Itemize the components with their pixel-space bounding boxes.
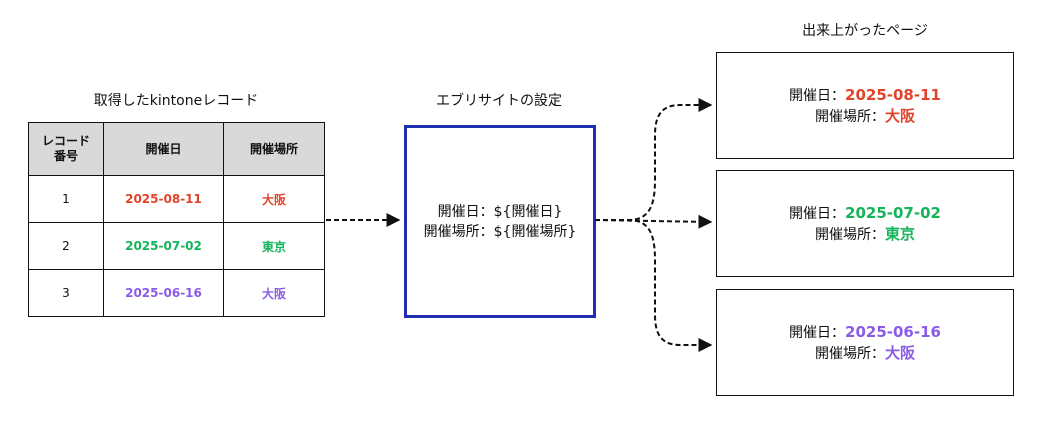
- page-place-label: 開催場所：: [814, 108, 885, 125]
- cell-place: 東京: [223, 222, 325, 270]
- page-place-line: 開催場所：大阪: [815, 106, 915, 127]
- result-page-3: 開催日：2025-06-16 開催場所：大阪: [716, 289, 1014, 396]
- table-row: 2 2025-07-02 東京: [28, 222, 325, 270]
- settings-line-place: 開催場所：${開催場所}: [423, 223, 577, 240]
- page-date-line: 開催日：2025-08-11: [789, 85, 941, 106]
- everysite-settings-box: 開催日：${開催日} 開催場所：${開催場所}: [404, 125, 596, 318]
- page-date-label: 開催日：: [789, 324, 846, 341]
- table-caption: 取得したkintoneレコード: [93, 93, 259, 109]
- cell-place: 大阪: [223, 175, 325, 223]
- page-date-value: 2025-08-11: [845, 85, 941, 104]
- header-record-number: レコード 番号: [28, 122, 104, 176]
- cell-record-number: 2: [28, 222, 104, 270]
- page-place-label: 開催場所：: [814, 226, 885, 243]
- table-row: 1 2025-08-11 大阪: [28, 175, 325, 223]
- header-date: 開催日: [103, 122, 224, 176]
- page-place-value: 東京: [884, 224, 915, 243]
- kintone-records-table: レコード 番号 開催日 開催場所 1 2025-08-11 大阪 2 2025-…: [28, 122, 325, 317]
- arrow-settings-to-page-3: [595, 219, 713, 352]
- page-date-label: 開催日：: [789, 87, 846, 104]
- header-record-line2: 番号: [53, 149, 78, 163]
- table-header-row: レコード 番号 開催日 開催場所: [28, 122, 325, 176]
- header-record-line1: レコード: [41, 134, 90, 148]
- settings-line-date: 開催日：${開催日}: [437, 203, 563, 220]
- result-page-2: 開催日：2025-07-02 開催場所：東京: [716, 170, 1014, 277]
- pages-caption: 出来上がったページ: [802, 23, 928, 39]
- page-place-value: 大阪: [884, 106, 915, 125]
- page-date-label: 開催日：: [789, 205, 846, 222]
- page-date-value: 2025-07-02: [845, 203, 941, 222]
- result-page-1: 開催日：2025-08-11 開催場所：大阪: [716, 52, 1014, 159]
- page-date-line: 開催日：2025-06-16: [789, 322, 941, 343]
- page-place-label: 開催場所：: [814, 345, 885, 362]
- arrow-settings-to-page-1: [595, 98, 713, 221]
- page-date-line: 開催日：2025-07-02: [789, 203, 941, 224]
- cell-record-number: 3: [28, 269, 104, 317]
- page-date-value: 2025-06-16: [845, 322, 941, 341]
- cell-date: 2025-06-16: [103, 269, 224, 317]
- cell-date: 2025-07-02: [103, 222, 224, 270]
- table-row: 3 2025-06-16 大阪: [28, 269, 325, 317]
- settings-caption: エブリサイトの設定: [436, 93, 562, 109]
- header-place: 開催場所: [223, 122, 325, 176]
- page-place-value: 大阪: [884, 343, 915, 362]
- cell-place: 大阪: [223, 269, 325, 317]
- page-place-line: 開催場所：大阪: [815, 343, 915, 364]
- cell-record-number: 1: [28, 175, 104, 223]
- page-place-line: 開催場所：東京: [815, 224, 915, 245]
